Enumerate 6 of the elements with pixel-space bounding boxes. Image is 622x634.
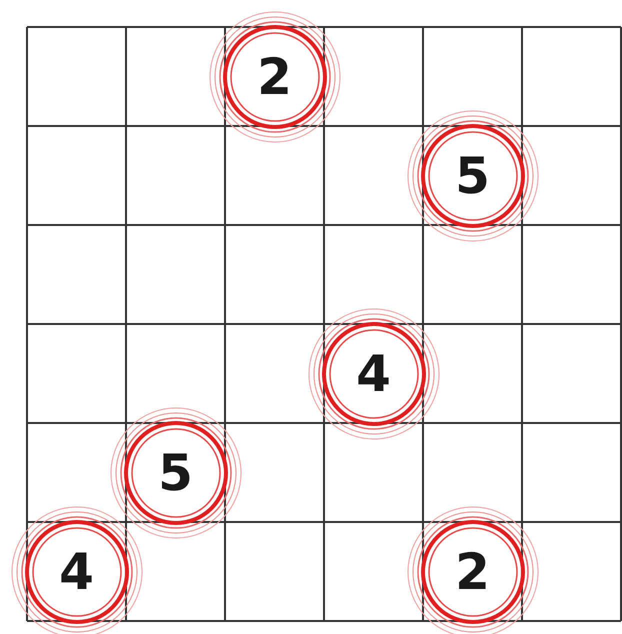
circled-number: 5: [110, 406, 242, 538]
circled-number: 4: [308, 308, 440, 440]
circled-number: 2: [208, 10, 340, 142]
circled-number: 4: [10, 506, 142, 634]
circled-number: 5: [406, 110, 538, 242]
circled-number: 2: [406, 506, 538, 634]
